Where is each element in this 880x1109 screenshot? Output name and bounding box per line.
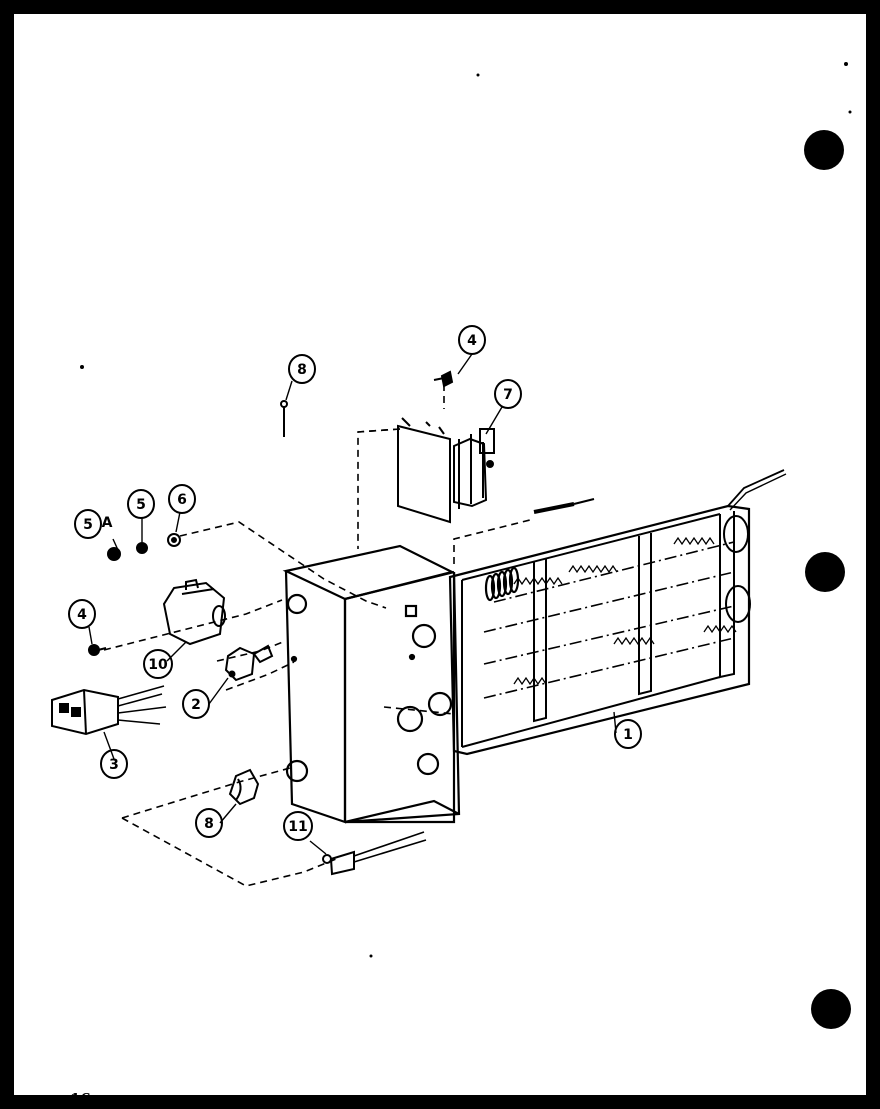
heater-element-assembly [448, 469, 787, 756]
callout-7: 7 [494, 379, 522, 409]
exploded-parts-diagram: 1 2 3 4 4 5 A 5 6 [51, 62, 852, 1029]
callout-4-left-label: 4 [77, 607, 87, 623]
relay-assembly [397, 417, 495, 524]
callout-1-label: 1 [623, 727, 633, 743]
callout-8-top: 8 [288, 354, 316, 384]
control-box-housing [282, 544, 461, 824]
callout-7-label: 7 [503, 387, 513, 403]
punch-hole-top [804, 130, 844, 170]
callout-5a: 5 A [74, 509, 113, 539]
diagram-sheet: 1 2 3 4 4 5 A 5 6 [14, 14, 866, 1108]
callout-4-top: 4 [458, 325, 486, 355]
callout-8-bottom: 8 [195, 808, 223, 838]
callout-4-left: 4 [68, 599, 96, 629]
bushing [228, 768, 260, 806]
callout-2-label: 2 [191, 697, 201, 713]
callout-11: 11 [283, 811, 313, 841]
callout-2: 2 [182, 689, 210, 719]
callout-10: 10 [143, 649, 173, 679]
callout-8-top-label: 8 [297, 362, 307, 378]
callout-5a-suffix: A [102, 515, 113, 531]
callout-5-label: 5 [136, 497, 146, 513]
callout-3: 3 [100, 749, 128, 779]
screw-left [88, 644, 107, 656]
callout-3-label: 3 [109, 757, 119, 773]
callout-11-label: 11 [288, 819, 307, 835]
assembly-dashed-lines [103, 384, 535, 887]
thermal-fuse [224, 644, 274, 682]
callout-4-top-label: 4 [467, 333, 477, 349]
wire-lead [322, 831, 427, 876]
screw-top [433, 370, 454, 388]
leader-lines [88, 353, 617, 855]
callout-8-bottom-label: 8 [204, 816, 214, 832]
page-number: 16 [70, 1090, 91, 1108]
scan-specks [80, 62, 852, 958]
callouts: 1 2 3 4 4 5 A 5 6 [68, 325, 642, 841]
callout-5a-label: 5 [83, 517, 93, 533]
callout-6: 6 [168, 484, 196, 514]
callout-1: 1 [614, 719, 642, 749]
punch-hole-bottom [811, 989, 851, 1029]
callout-6-label: 6 [177, 492, 187, 508]
terminal-block [51, 685, 167, 736]
washer-set [107, 533, 181, 561]
callout-10-label: 10 [148, 657, 168, 673]
pin-top [280, 400, 288, 437]
limit-switch [162, 578, 226, 646]
punch-hole-middle [805, 552, 845, 592]
callout-5: 5 [127, 489, 155, 519]
